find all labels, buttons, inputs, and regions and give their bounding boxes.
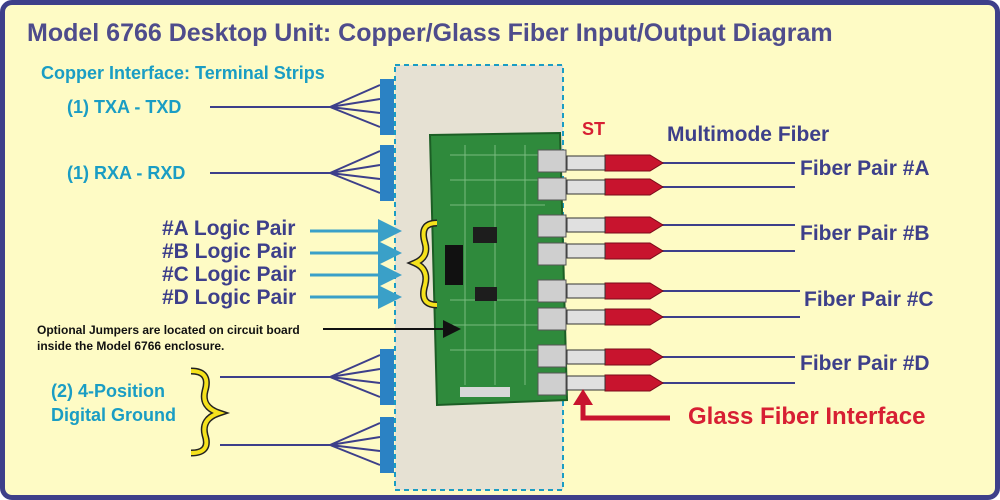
multimode-fiber-label: Multimode Fiber — [667, 123, 830, 146]
copper-heading: Copper Interface: Terminal Strips — [41, 63, 325, 83]
terminal-strips — [380, 79, 394, 473]
st-label: ST — [582, 119, 606, 139]
fiber-pair-c: Fiber Pair #C — [804, 288, 934, 311]
board-label-plate — [460, 387, 510, 397]
jumper-note: Optional Jumpers are located on circuit … — [37, 323, 300, 353]
fiber-cables — [660, 162, 800, 384]
board-chip-lower — [475, 287, 497, 301]
tx-label: (1) TXA - TXD — [67, 97, 182, 117]
ground-label-line1: (2) 4-Position — [51, 381, 166, 401]
glass-fiber-interface-label: Glass Fiber Interface — [688, 403, 926, 430]
fiber-pair-a: Fiber Pair #A — [800, 157, 930, 180]
logic-pair-a: #A Logic Pair — [162, 217, 296, 240]
fiber-pair-d: Fiber Pair #D — [800, 352, 930, 375]
circuit-board — [428, 131, 569, 407]
diagram-artwork — [190, 64, 800, 491]
logic-pair-arrows — [310, 219, 402, 309]
logic-pair-b: #B Logic Pair — [162, 240, 297, 263]
ground-label-line2: Digital Ground — [51, 405, 176, 425]
logic-pair-d: #D Logic Pair — [162, 286, 297, 309]
fiber-boots — [604, 154, 664, 392]
glass-fiber-pointer — [580, 401, 670, 421]
board-chip-upper — [473, 227, 497, 243]
logic-pair-c: #C Logic Pair — [162, 263, 297, 286]
fiber-pair-b: Fiber Pair #B — [800, 222, 930, 245]
page-title: Model 6766 Desktop Unit: Copper/Glass Fi… — [27, 19, 833, 47]
jumper-header — [445, 245, 463, 285]
rx-label: (1) RXA - RXD — [67, 163, 186, 183]
copper-wiring — [210, 84, 381, 466]
fiber-ferrules — [566, 155, 606, 391]
st-connectors — [537, 149, 567, 396]
